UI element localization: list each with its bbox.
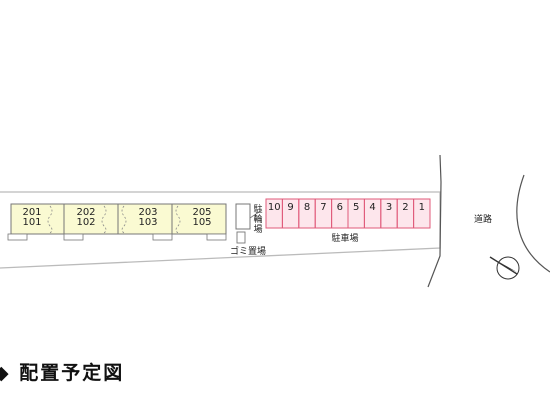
parking-stall-number: 1 <box>419 202 425 213</box>
unit-upper-number: 205 <box>192 207 211 218</box>
parking-stall-number: 9 <box>287 202 293 213</box>
parking-stall-number: 2 <box>402 202 408 213</box>
title-marker-icon: ◆ <box>0 362 11 384</box>
entry-step <box>63 233 84 241</box>
unit-group: 201 101 202 102 203 103 205 105 <box>7 203 227 241</box>
unit-202-102: 202 102 <box>63 203 119 241</box>
parking-stall-number: 7 <box>320 202 326 213</box>
bike-parking-label-char-3: 場 <box>253 223 262 235</box>
unit-lower-number: 105 <box>192 217 211 228</box>
parking-stall-number: 10 <box>268 202 281 213</box>
entry-step <box>7 233 28 241</box>
compass-icon <box>489 256 520 280</box>
parking-stall <box>413 198 431 229</box>
parking-stall-number: 5 <box>353 202 359 213</box>
page-title-text: 配置予定図 <box>19 362 125 384</box>
bike-parking-area <box>235 203 251 230</box>
unit-upper-number: 203 <box>138 207 157 218</box>
parking-stall-number: 4 <box>369 202 375 213</box>
bike-parking: 駐 輪 場 <box>235 203 263 235</box>
garbage-area-label: ゴミ置場 <box>230 245 266 257</box>
entry-step <box>152 233 173 241</box>
entry-step <box>206 233 227 241</box>
parking-stall-number: 8 <box>304 202 310 213</box>
unit-203-103: 203 103 <box>117 203 173 241</box>
unit-205-105: 205 105 <box>171 203 227 241</box>
unit-lower-number: 101 <box>22 217 41 228</box>
bike-parking-label-char-2: 輪 <box>253 213 262 225</box>
road-edge-left <box>427 154 442 288</box>
parking-stall-number: 6 <box>337 202 343 213</box>
unit-upper-number: 202 <box>76 207 95 218</box>
unit-lower-number: 102 <box>76 217 95 228</box>
unit-upper-number: 201 <box>22 207 41 218</box>
road-edge-right <box>516 174 550 273</box>
garbage-area: ゴミ置場 <box>230 231 266 257</box>
unit-lower-number: 103 <box>138 217 157 228</box>
bike-parking-label-char-1: 駐 <box>253 203 262 215</box>
road-label: 道路 <box>474 213 492 225</box>
unit-201-101: 201 101 <box>7 203 65 241</box>
garbage-area-box <box>236 231 246 244</box>
parking-stall-number: 3 <box>386 202 392 213</box>
page-title: ◆ 配置予定図 <box>0 358 124 385</box>
parking-label: 駐車場 <box>331 232 358 244</box>
